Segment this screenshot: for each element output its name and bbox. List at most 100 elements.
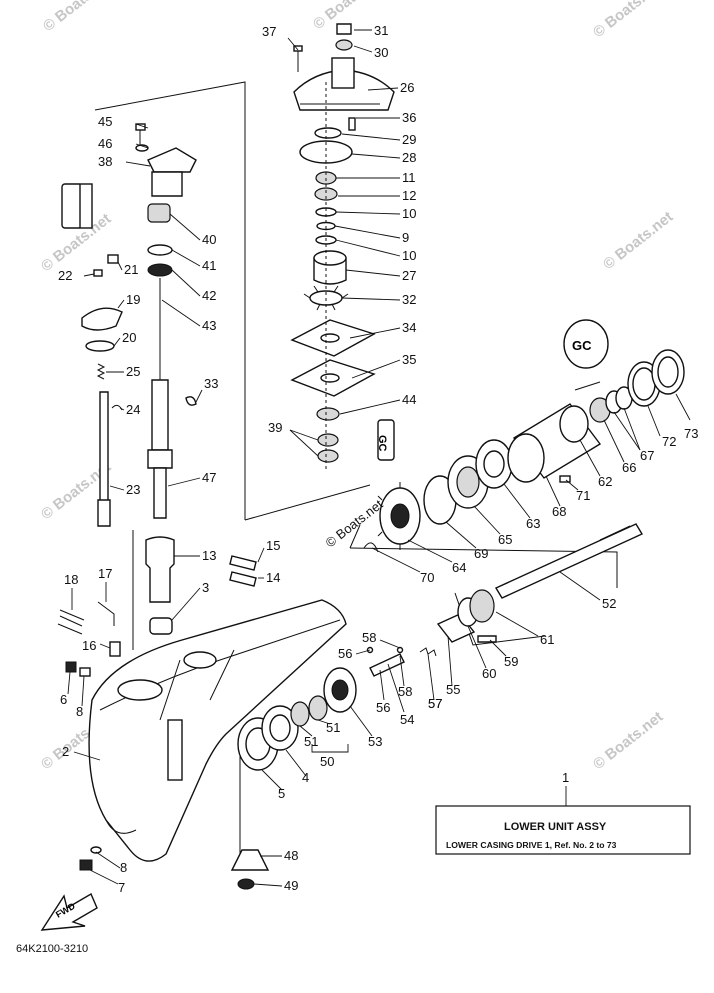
bearing-40	[147, 203, 171, 223]
callout: 23	[126, 482, 140, 497]
callout: 62	[598, 474, 612, 489]
grease-badge-icon	[61, 183, 83, 229]
callout: 31	[374, 23, 388, 38]
callout: 60	[482, 666, 496, 681]
callout: 14	[266, 570, 280, 585]
washer-8-top	[79, 667, 91, 677]
callout: 10	[402, 248, 416, 263]
callout: 38	[98, 154, 112, 169]
callout: 42	[202, 288, 216, 303]
callout: 50	[320, 754, 334, 769]
drive-shaft-area	[61, 123, 197, 527]
seal-30	[335, 39, 353, 51]
callout: 13	[202, 548, 216, 563]
bolt-6	[65, 661, 77, 673]
callout: 33	[204, 376, 218, 391]
callout: 63	[526, 516, 540, 531]
callout-labels: 31 30 37 26 36 29 28 11 12 10 9 10 27 32…	[58, 23, 698, 895]
bearing-51a	[290, 701, 310, 727]
key-33	[185, 396, 197, 406]
callout: 53	[368, 734, 382, 749]
callout: 45	[98, 114, 112, 129]
callout: 16	[82, 638, 96, 653]
prop-shaft-52	[494, 523, 644, 599]
callout: 51	[304, 734, 318, 749]
callout: 70	[420, 570, 434, 585]
callout: 56	[376, 700, 390, 715]
callout: 27	[402, 268, 416, 283]
water-pump-assembly: GC	[290, 23, 395, 470]
watermark: © Boats.net	[40, 0, 116, 35]
callout: 64	[452, 560, 466, 575]
leader-lines	[67, 29, 691, 887]
seal-41	[147, 244, 173, 256]
key-14	[229, 571, 257, 587]
right-gear-area: GC	[363, 319, 685, 553]
bearing-51b	[308, 695, 328, 721]
callout: 21	[124, 262, 138, 277]
bushing-3	[149, 617, 173, 635]
callout: 68	[552, 504, 566, 519]
callout: 36	[402, 110, 416, 125]
callout: 4	[302, 770, 309, 785]
watermark: © Boats.net	[600, 208, 676, 273]
callout: 55	[446, 682, 460, 697]
callout: 59	[504, 654, 518, 669]
callout: 69	[474, 546, 488, 561]
watermark: © Boats.net	[590, 0, 666, 41]
bolt-7	[79, 859, 93, 871]
bolt-22	[93, 269, 103, 277]
guide-lines	[94, 81, 618, 860]
pin-59	[477, 635, 497, 643]
plunger-54	[369, 653, 405, 677]
callout: 65	[498, 532, 512, 547]
fitting-16	[109, 641, 121, 657]
callout: 8	[76, 704, 83, 719]
lower-gear-parts	[230, 667, 357, 890]
oring-29	[314, 127, 342, 139]
callout: 41	[202, 258, 216, 273]
title-line1: LOWER UNIT ASSY	[504, 821, 607, 833]
callout-ref-1: 1	[562, 770, 569, 785]
callout: 47	[202, 470, 216, 485]
clip-24	[111, 404, 123, 411]
callout: 39	[268, 420, 282, 435]
callout: 24	[126, 402, 140, 417]
callout: 15	[266, 538, 280, 553]
seal-44	[316, 407, 340, 421]
callout: 40	[202, 232, 216, 247]
bolt-18	[57, 609, 85, 635]
bolt-21	[107, 254, 119, 264]
callout: 61	[540, 632, 554, 647]
watermarks: © Boats.net © Boats.net © Boats.net © Bo…	[38, 0, 676, 773]
lower-casing-2	[88, 599, 347, 862]
title-box: LOWER UNIT ASSY LOWER CASING DRIVE 1, Re…	[435, 786, 691, 855]
callout: 7	[118, 880, 125, 895]
callout: 58	[398, 684, 412, 699]
callout: 25	[126, 364, 140, 379]
bearing-housing-38	[147, 147, 197, 173]
callout: 46	[98, 136, 112, 151]
callout: 48	[284, 848, 298, 863]
callout: 5	[278, 786, 285, 801]
drive-shaft-47	[151, 379, 169, 451]
callout: 58	[362, 630, 376, 645]
bearing-61	[469, 589, 495, 623]
callout: 19	[126, 292, 140, 307]
callout: 66	[622, 460, 636, 475]
callout: 57	[428, 696, 442, 711]
callout: 30	[374, 45, 388, 60]
callout: 29	[402, 132, 416, 147]
title-line2: LOWER CASING DRIVE 1, Ref. No. 2 to 73	[446, 840, 617, 850]
callout: 28	[402, 150, 416, 165]
nut-49	[237, 878, 255, 890]
callout: 10	[402, 206, 416, 221]
callout: 73	[684, 426, 698, 441]
watermark: © Boats.net	[590, 708, 666, 773]
cap-31	[336, 23, 352, 35]
callout: 44	[402, 392, 416, 407]
gear-64	[377, 482, 421, 550]
housing-19	[81, 307, 123, 331]
callout: 43	[202, 318, 216, 333]
